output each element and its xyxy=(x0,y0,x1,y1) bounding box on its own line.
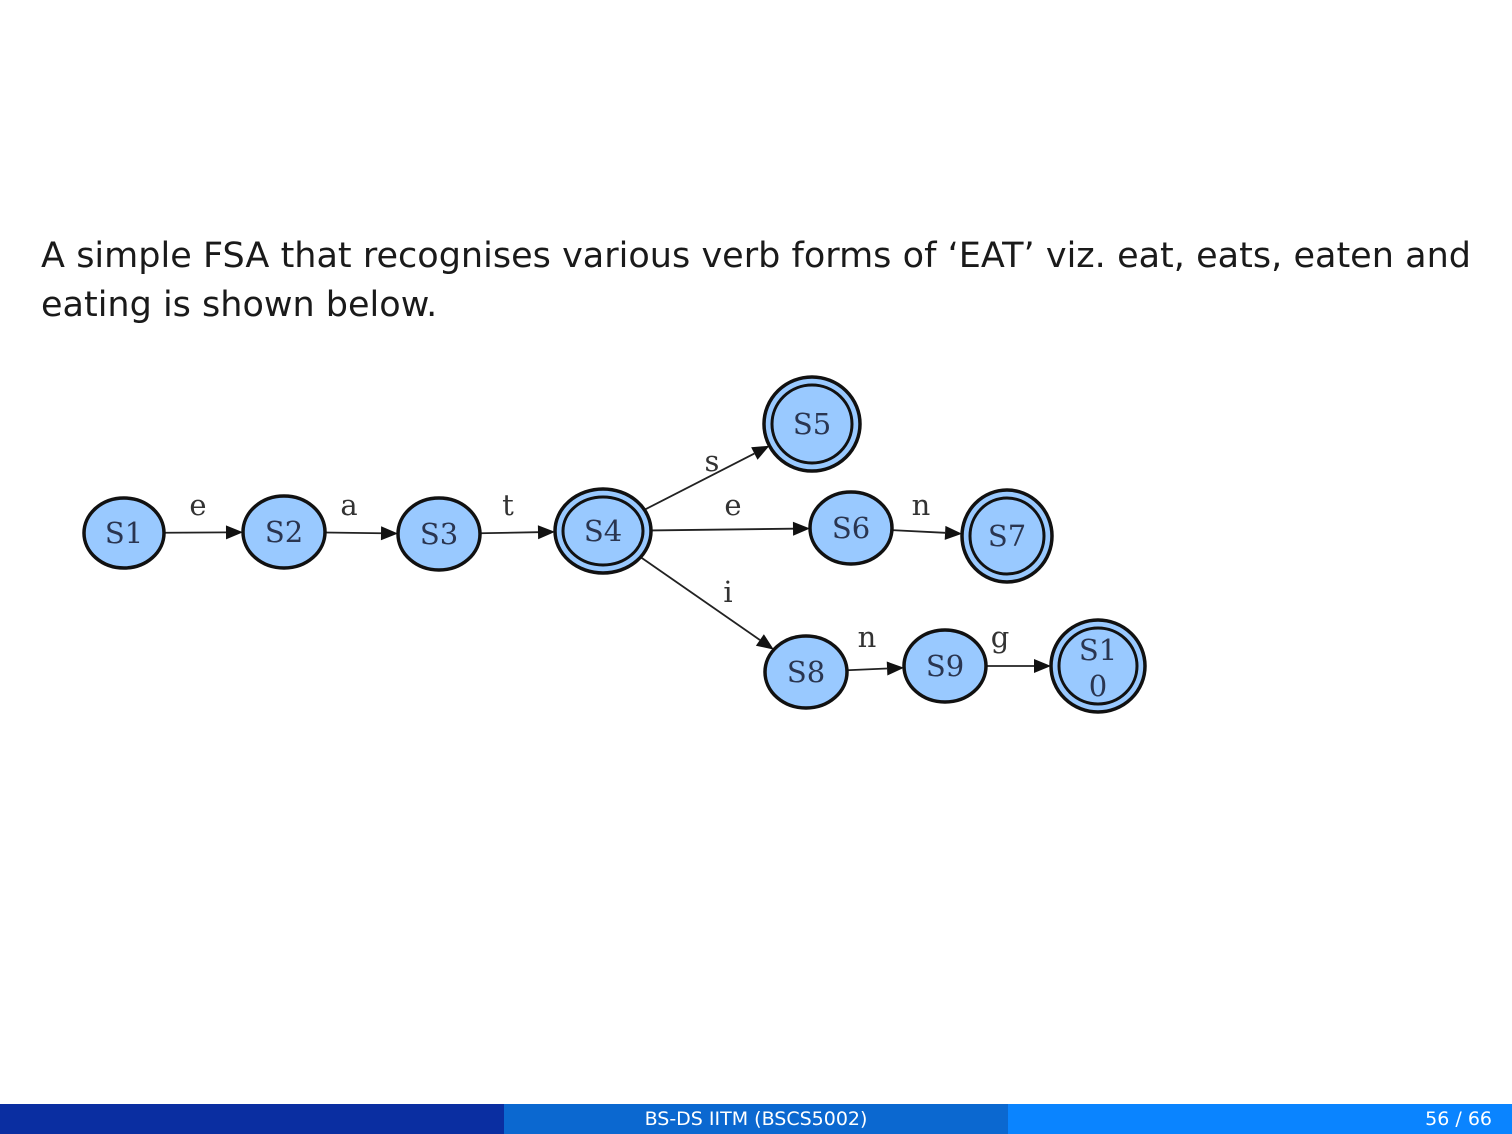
accepting-ring xyxy=(770,383,854,465)
arrowhead-icon xyxy=(751,445,770,460)
state-circle xyxy=(1049,618,1147,714)
arrowhead-icon xyxy=(380,526,399,541)
slide-intro-text: A simple FSA that recognises various ver… xyxy=(41,236,1471,325)
arrowhead-icon xyxy=(944,525,963,540)
state-label: S8 xyxy=(787,655,825,689)
transition-label-s8-s9: n xyxy=(858,620,877,654)
arrowhead-icon xyxy=(886,661,905,676)
state-label: S6 xyxy=(832,511,870,545)
state-s5: S5 xyxy=(762,375,862,473)
accepting-ring xyxy=(1057,626,1139,706)
state-label: S5 xyxy=(793,407,831,441)
edge-s4-s6 xyxy=(650,527,794,532)
transition-label-s4-s6: e xyxy=(724,488,741,522)
state-label: S2 xyxy=(265,515,303,549)
edge-s6-s7 xyxy=(891,529,946,534)
state-circle xyxy=(808,490,894,566)
footer-course-title: BS-DS IITM (BSCS5002) xyxy=(504,1104,1008,1134)
state-circle xyxy=(241,494,327,570)
state-s2: S2 xyxy=(241,494,327,570)
edge-s4-s5 xyxy=(644,452,755,511)
footer-left-segment xyxy=(0,1104,504,1134)
state-circle xyxy=(396,496,482,572)
state-label: S1 xyxy=(105,516,143,550)
arrowhead-icon xyxy=(755,634,774,650)
transition-label-s1-s2: e xyxy=(189,488,206,522)
transition-label-s2-s3: a xyxy=(340,488,357,522)
state-circle xyxy=(763,634,849,710)
state-s7: S7 xyxy=(960,488,1054,584)
state-circle xyxy=(902,628,988,704)
transition-label-s6-s7: n xyxy=(912,488,931,522)
state-circle xyxy=(960,488,1054,584)
state-s6: S6 xyxy=(808,490,894,566)
accepting-ring xyxy=(968,496,1046,576)
state-s4: S4 xyxy=(553,487,653,575)
arrowhead-icon xyxy=(225,525,244,540)
edge-s4-s8 xyxy=(640,556,761,641)
edge-s8-s9 xyxy=(846,667,888,672)
edge-s3-s4 xyxy=(479,531,539,535)
arrowhead-icon xyxy=(1034,659,1051,673)
state-label: S3 xyxy=(420,517,458,551)
arrowhead-icon xyxy=(792,521,811,536)
state-label: S4 xyxy=(584,514,622,548)
state-s3: S3 xyxy=(396,496,482,572)
arrowhead-icon xyxy=(537,525,556,540)
state-circle xyxy=(82,496,166,570)
state-circle xyxy=(553,487,653,575)
transition-label-s4-s5: s xyxy=(705,444,720,478)
transition-label-s3-s4: t xyxy=(502,488,514,522)
state-s8: S8 xyxy=(763,634,849,710)
slide-footer: BS-DS IITM (BSCS5002) 56 / 66 xyxy=(0,1104,1512,1134)
accepting-ring xyxy=(561,495,645,567)
state-s1: S1 xyxy=(82,496,166,570)
state-label: S7 xyxy=(988,519,1026,553)
state-label: S9 xyxy=(926,649,964,683)
transition-label-s4-s8: i xyxy=(723,575,732,609)
transition-label-s9-s10: g xyxy=(991,620,1010,654)
edge-s2-s3 xyxy=(324,531,382,535)
footer-page-number: 56 / 66 xyxy=(1008,1104,1512,1134)
state-circle xyxy=(762,375,862,473)
state-s9: S9 xyxy=(902,628,988,704)
